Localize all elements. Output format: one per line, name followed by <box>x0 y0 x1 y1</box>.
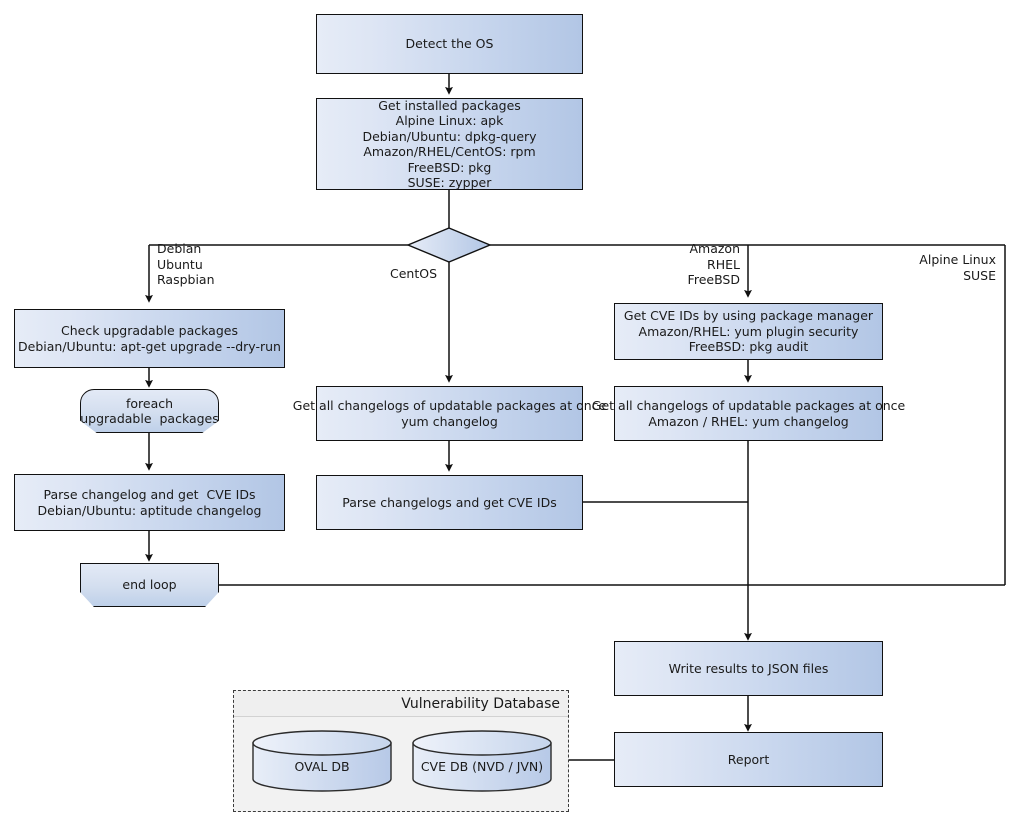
node-end-loop[interactable]: end loop <box>80 563 219 607</box>
node-changelogs-amazon-label: Get all changelogs of updatable packages… <box>591 398 906 429</box>
branch-label-amazon: Amazon RHEL FreeBSD <box>687 241 740 287</box>
node-get-installed-packages[interactable]: Get installed packages Alpine Linux: apk… <box>316 98 583 190</box>
vulnerability-database-title: Vulnerability Database <box>234 691 568 717</box>
node-report-label: Report <box>727 751 770 767</box>
node-check-upgradable[interactable]: Check upgradable packages Debian/Ubuntu:… <box>14 309 285 368</box>
branch-label-alpine: Alpine Linux SUSE <box>919 252 996 283</box>
branch-label-centos: CentOS <box>390 266 438 281</box>
os-decision-diamond <box>406 227 492 263</box>
vulnerability-database-container: Vulnerability Database OVAL DB <box>233 690 569 812</box>
node-detect-os[interactable]: Detect the OS <box>316 14 583 74</box>
branch-label-debian: Debian Ubuntu Raspbian <box>157 241 215 287</box>
node-check-upgradable-label: Check upgradable packages Debian/Ubuntu:… <box>18 323 281 354</box>
node-write-results-label: Write results to JSON files <box>668 660 829 676</box>
node-parse-changelog-deb-label: Parse changelog and get CVE IDs Debian/U… <box>37 487 262 518</box>
node-parse-changelogs-centos[interactable]: Parse changelogs and get CVE IDs <box>316 475 583 530</box>
oval-db-cylinder-shape <box>252 730 392 792</box>
node-write-results[interactable]: Write results to JSON files <box>614 641 883 696</box>
node-parse-changelogs-centos-label: Parse changelogs and get CVE IDs <box>342 494 557 510</box>
node-get-installed-packages-label: Get installed packages Alpine Linux: apk… <box>362 97 537 191</box>
node-get-cve-pkgmgr-label: Get CVE IDs by using package manager Ama… <box>623 308 874 355</box>
vulnerability-database-title-label: Vulnerability Database <box>401 695 560 712</box>
cve-db-cylinder-shape <box>412 730 552 792</box>
cve-db-label: CVE DB (NVD / JVN) <box>420 758 544 774</box>
node-changelogs-centos[interactable]: Get all changelogs of updatable packages… <box>293 386 606 441</box>
oval-db-label: OVAL DB <box>294 758 350 774</box>
node-parse-changelog-deb[interactable]: Parse changelog and get CVE IDs Debian/U… <box>14 474 285 531</box>
node-report[interactable]: Report <box>614 732 883 787</box>
node-detect-os-label: Detect the OS <box>405 36 494 52</box>
node-changelogs-centos-label: Get all changelogs of updatable packages… <box>292 398 607 429</box>
node-foreach-loop[interactable]: foreach upgradable packages <box>80 389 219 433</box>
database-cylinder-cve[interactable]: CVE DB (NVD / JVN) <box>412 730 552 792</box>
node-get-cve-pkgmgr[interactable]: Get CVE IDs by using package manager Ama… <box>614 303 883 360</box>
node-foreach-loop-label: foreach upgradable packages <box>80 395 219 427</box>
database-cylinder-oval[interactable]: OVAL DB <box>252 730 392 792</box>
node-end-loop-label: end loop <box>122 577 177 593</box>
node-changelogs-amazon[interactable]: Get all changelogs of updatable packages… <box>592 386 905 441</box>
